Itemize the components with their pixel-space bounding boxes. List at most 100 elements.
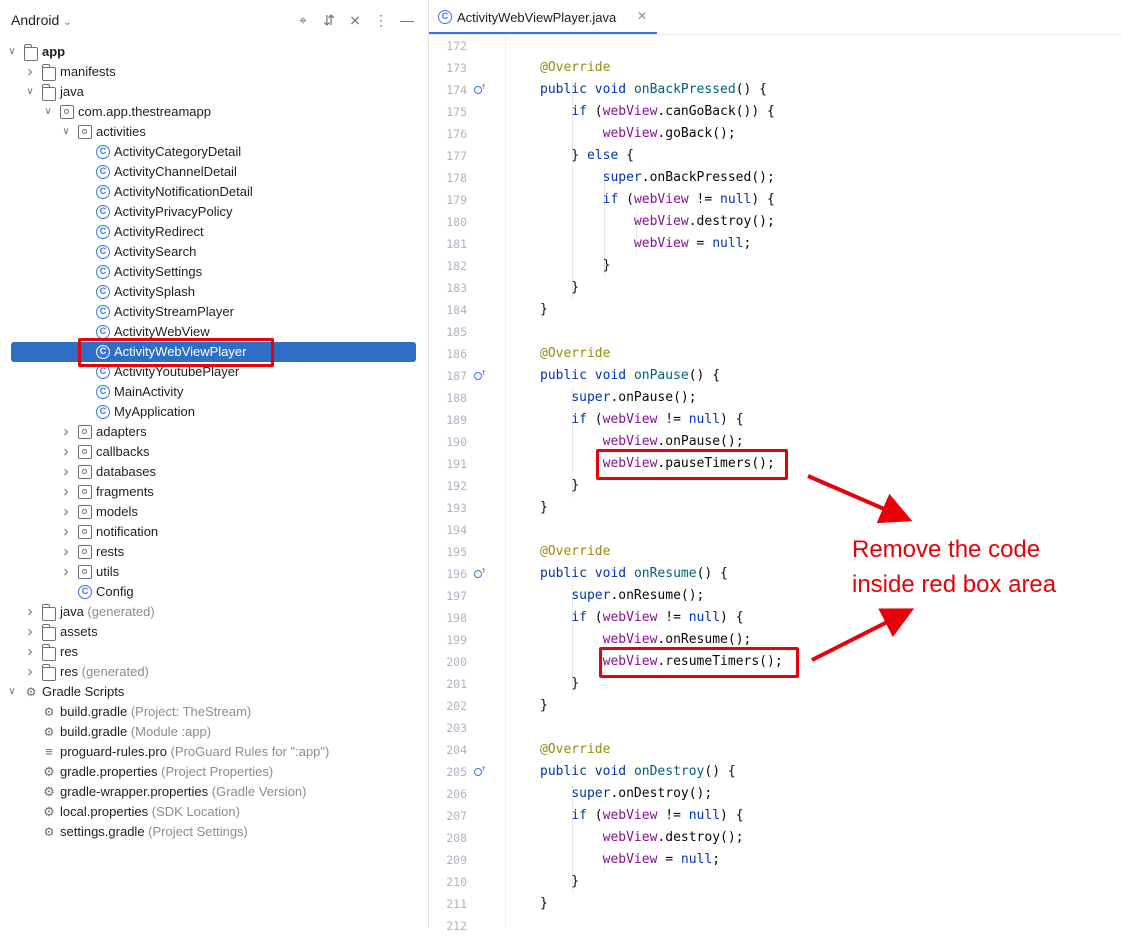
tree-item[interactable]: ⚙build.gradle (Module :app)	[0, 722, 428, 742]
tree-item[interactable]: ⚙local.properties (SDK Location)	[0, 802, 428, 822]
tree-item[interactable]: ∨com.app.thestreamapp	[0, 102, 428, 122]
tree-item[interactable]: ›res	[0, 642, 428, 662]
override-method-icon[interactable]: ↑	[474, 368, 486, 382]
chevron-right-icon[interactable]: ›	[63, 483, 69, 500]
code-line: }	[540, 874, 580, 889]
chevron-down-icon[interactable]: ∨	[8, 686, 16, 697]
chevron-right-icon[interactable]: ›	[27, 623, 33, 640]
chevron-down-icon[interactable]: ∨	[44, 106, 52, 117]
tree-item-name: local.properties	[60, 804, 149, 819]
tree-item-label: ActivitySplash	[114, 282, 195, 302]
tree-item[interactable]: ⚙settings.gradle (Project Settings)	[0, 822, 428, 842]
line-number: 190	[446, 435, 467, 449]
tree-item[interactable]: ∨⚙Gradle Scripts	[0, 682, 428, 702]
chevron-right-icon[interactable]: ›	[63, 563, 69, 580]
tree-item[interactable]: ∨ java	[0, 82, 428, 102]
tree-item[interactable]: ›res (generated)	[0, 662, 428, 682]
tree-item[interactable]: ›manifests	[0, 62, 428, 82]
selection-highlight	[11, 342, 416, 362]
tree-item[interactable]: ›rests	[0, 542, 428, 562]
more-options-icon[interactable]: ⋮	[374, 12, 388, 28]
gradle-icon: ⚙	[43, 825, 55, 839]
code-token: webView	[602, 654, 658, 669]
tree-item[interactable]: ∨activities	[0, 122, 428, 142]
tree-item[interactable]: ›callbacks	[0, 442, 428, 462]
chevron-right-icon[interactable]: ›	[27, 63, 33, 80]
tab-activitywebviewplayer[interactable]: C ActivityWebViewPlayer.java ✕	[429, 0, 657, 34]
tree-item-label: build.gradle (Module :app)	[60, 722, 211, 742]
chevron-down-icon[interactable]: ∨	[26, 86, 34, 97]
chevron-down-icon[interactable]: ∨	[62, 126, 70, 137]
collapse-all-icon[interactable]: ⨯	[349, 12, 361, 28]
override-method-icon[interactable]: ↑	[474, 764, 486, 778]
chevron-right-icon[interactable]: ›	[27, 603, 33, 620]
tree-item[interactable]: ›notification	[0, 522, 428, 542]
code-token: onBackPressed	[633, 82, 736, 97]
chevron-right-icon[interactable]: ›	[27, 643, 33, 660]
tree-item-hint: (SDK Location)	[148, 804, 240, 819]
project-view-selector[interactable]: Android ⌄	[11, 12, 72, 28]
code-token: super	[602, 170, 642, 185]
tree-item[interactable]: ≡proguard-rules.pro (ProGuard Rules for …	[0, 742, 428, 762]
close-icon[interactable]: ✕	[637, 9, 648, 23]
hide-panel-icon[interactable]: —	[400, 12, 414, 28]
chevron-right-icon[interactable]: ›	[63, 503, 69, 520]
code-token: webView	[602, 852, 658, 867]
chevron-right-icon[interactable]: ›	[63, 443, 69, 460]
expand-all-icon[interactable]: ⇵	[323, 12, 335, 28]
line-number: 193	[446, 501, 467, 515]
tree-item[interactable]: ⚙gradle.properties (Project Properties)	[0, 762, 428, 782]
package-icon	[78, 545, 92, 559]
chevron-down-icon[interactable]: ∨	[8, 46, 16, 57]
line-number: 177	[446, 149, 467, 163]
code-line: }	[540, 258, 611, 273]
code-token: if	[571, 808, 587, 823]
code-line: super.onPause();	[571, 390, 697, 405]
tree-item-name: Gradle Scripts	[42, 684, 125, 699]
tree-item-label: gradle-wrapper.properties (Gradle Versio…	[60, 782, 306, 802]
code-token: public	[540, 82, 587, 97]
chevron-right-icon[interactable]: ›	[63, 423, 69, 440]
line-number: 209	[446, 853, 467, 867]
tree-item[interactable]: ⚙gradle-wrapper.properties (Gradle Versi…	[0, 782, 428, 802]
tree-item[interactable]: ›adapters	[0, 422, 428, 442]
folder-icon	[42, 604, 56, 621]
locate-icon[interactable]: ⌖	[299, 12, 307, 28]
code-line: }	[540, 896, 548, 911]
indent-guide	[604, 167, 605, 277]
tree-item-name: java	[60, 84, 84, 99]
tree-item[interactable]: ›fragments	[0, 482, 428, 502]
tree-item[interactable]: ›databases	[0, 462, 428, 482]
chevron-right-icon[interactable]: ›	[63, 523, 69, 540]
tree-item[interactable]: ›utils	[0, 562, 428, 582]
code-token: webView	[602, 412, 658, 427]
tree-item[interactable]: ∨app	[0, 42, 428, 62]
code-token: void	[594, 566, 627, 581]
tree-item-label: assets	[60, 622, 98, 642]
tree-item[interactable]: ⚙build.gradle (Project: TheStream)	[0, 702, 428, 722]
override-method-icon[interactable]: ↑	[474, 82, 486, 96]
tree-item[interactable]: ›models	[0, 502, 428, 522]
chevron-right-icon[interactable]: ›	[63, 543, 69, 560]
chevron-right-icon[interactable]: ›	[63, 463, 69, 480]
override-method-icon[interactable]: ↑	[474, 566, 486, 580]
class-icon: C	[96, 345, 110, 359]
tree-item[interactable]: ›java (generated)	[0, 602, 428, 622]
chevron-right-icon[interactable]: ›	[27, 663, 33, 680]
tree-item[interactable]: › assets	[0, 622, 428, 642]
